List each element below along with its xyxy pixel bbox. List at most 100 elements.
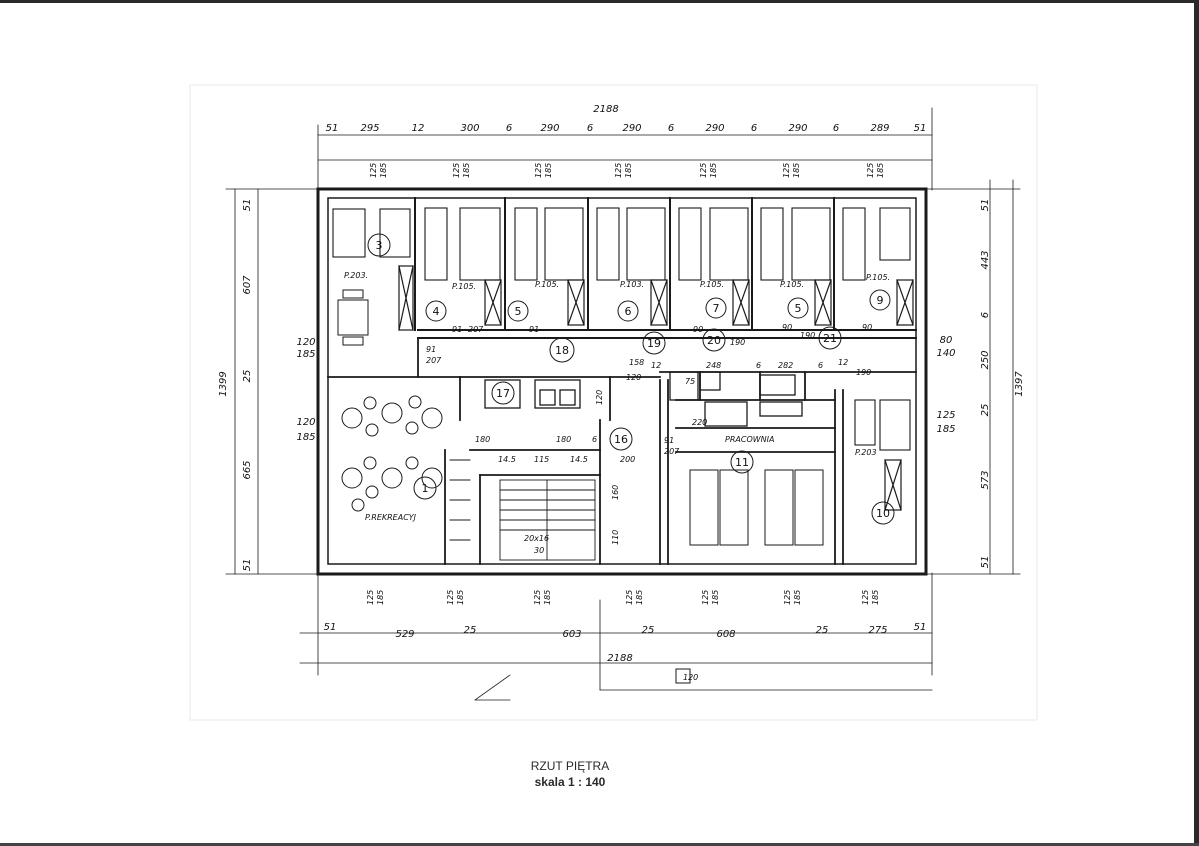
dim-label: 290 bbox=[788, 123, 807, 134]
dim-label: 6 bbox=[506, 123, 512, 134]
dim-label: 125 bbox=[866, 163, 875, 178]
dim-label: 125 bbox=[625, 590, 634, 605]
dim-label: 51 bbox=[242, 199, 253, 212]
left-dimension-labels: 51 607 25 665 51 120 185 120 185 bbox=[242, 199, 316, 572]
drawing-caption: RZUT PIĘTRA skala 1 : 140 bbox=[470, 758, 670, 790]
room-number: 10 bbox=[876, 507, 890, 520]
dim-label: 91 bbox=[426, 345, 436, 354]
dim-label: 90 bbox=[862, 323, 872, 332]
dim-label: 185 bbox=[871, 590, 880, 605]
room-label: P.203. bbox=[344, 271, 368, 280]
room-number: 4 bbox=[433, 305, 440, 318]
dim-label: 125 bbox=[614, 163, 623, 178]
dim-label: 185 bbox=[936, 424, 955, 435]
dim-label: 6 bbox=[587, 123, 593, 134]
top-window-labels: 125 185 125 185 125 185 125 185 125 185 … bbox=[369, 163, 885, 178]
dim-label: 91 bbox=[452, 325, 462, 334]
furniture-round-tables bbox=[341, 395, 443, 512]
dim-label: 248 bbox=[706, 361, 721, 370]
dim-label: 185 bbox=[379, 163, 388, 178]
room-label: PRACOWNIA bbox=[725, 435, 774, 444]
dim-label: 125 bbox=[446, 590, 455, 605]
dim-label: 14.5 bbox=[498, 455, 516, 464]
right-total-dimension: 1397 bbox=[1014, 371, 1025, 397]
dim-label: 51 bbox=[914, 123, 927, 134]
dim-label: 51 bbox=[980, 199, 991, 212]
dim-label: 6 bbox=[756, 361, 761, 370]
dim-label: 250 bbox=[980, 350, 991, 369]
outer-wall-inner bbox=[327, 197, 917, 565]
top-total-dimension: 2188 bbox=[593, 104, 618, 115]
service-rooms bbox=[484, 371, 803, 427]
scan-edge-bottom bbox=[0, 843, 1199, 846]
furniture-beds bbox=[332, 207, 911, 451]
dim-label: 6 bbox=[751, 123, 757, 134]
dim-label: 200 bbox=[620, 455, 635, 464]
dim-label: 190 bbox=[730, 338, 745, 347]
dim-label: 603 bbox=[562, 629, 581, 640]
room-numbers: 1 3 4 5 6 7 5 9 10 11 16 17 18 19 20 21 bbox=[376, 239, 891, 520]
dim-label: 125 bbox=[783, 590, 792, 605]
caption-title: RZUT PIĘTRA bbox=[530, 759, 610, 773]
room-labels: P.203. P.105. P.105. P.103. P.105. P.105… bbox=[344, 271, 890, 522]
bottom-total-dimension: 2188 bbox=[607, 653, 632, 664]
dim-label: 295 bbox=[360, 123, 379, 134]
dim-label: 289 bbox=[870, 123, 889, 134]
dim-label: 75 bbox=[685, 377, 695, 386]
dim-label: 120 bbox=[296, 337, 315, 348]
dim-label: 220 bbox=[692, 418, 707, 427]
room-label: P.105. bbox=[866, 273, 890, 282]
dim-label: 30 bbox=[534, 546, 544, 555]
dim-label: 185 bbox=[376, 590, 385, 605]
dim-label: 6 bbox=[668, 123, 674, 134]
left-total-dimension: 1399 bbox=[218, 371, 229, 396]
scan-edge-top bbox=[0, 0, 1199, 3]
room-label: P.105. bbox=[535, 280, 559, 289]
outer-wall bbox=[316, 187, 928, 576]
dim-label: 80 bbox=[940, 335, 953, 346]
plan-frame bbox=[189, 84, 1038, 721]
dim-label: 12 bbox=[651, 361, 661, 370]
room-number: 1 bbox=[422, 482, 429, 495]
dim-label: 115 bbox=[534, 455, 549, 464]
bedroom-walls bbox=[414, 197, 917, 339]
room-number: 5 bbox=[795, 302, 802, 315]
dim-label: 190 bbox=[800, 331, 815, 340]
dim-label: 20x16 bbox=[524, 534, 549, 543]
room-number-circles bbox=[367, 233, 895, 525]
room-number: 11 bbox=[735, 456, 749, 469]
dim-label: 185 bbox=[544, 163, 553, 178]
dim-label: 6 bbox=[818, 361, 823, 370]
dim-label: 185 bbox=[296, 432, 315, 443]
dim-label: 180 bbox=[475, 435, 490, 444]
dim-label: 443 bbox=[980, 250, 991, 269]
dim-label: 207 bbox=[468, 325, 484, 334]
bottom-window-labels: 125 185 125 185 125 185 125 185 125 185 … bbox=[366, 590, 880, 605]
inner-dimension-labels: 91 91 207 91 207 158 120 180 14.5 115 14… bbox=[426, 323, 872, 555]
room-label: P.105. bbox=[452, 282, 476, 291]
dim-label: 529 bbox=[395, 629, 414, 640]
room-number: 20 bbox=[707, 334, 721, 347]
dim-label: 180 bbox=[556, 435, 571, 444]
dim-label: 25 bbox=[642, 625, 655, 636]
dim-label: 6 bbox=[592, 435, 597, 444]
room-label: P.203 bbox=[855, 448, 877, 457]
top-segment-labels: 51 295 12 300 6 290 6 290 6 290 6 290 6 … bbox=[326, 123, 927, 134]
dim-label: 90 bbox=[782, 323, 792, 332]
room-label: P.105. bbox=[780, 280, 804, 289]
dim-label: 125 bbox=[699, 163, 708, 178]
dim-label: 185 bbox=[792, 163, 801, 178]
dim-label: 185 bbox=[793, 590, 802, 605]
dim-label: 275 bbox=[868, 625, 887, 636]
dim-label: 25 bbox=[816, 625, 829, 636]
dim-label: 6 bbox=[980, 312, 991, 318]
dim-label: 125 bbox=[452, 163, 461, 178]
corridor-walls bbox=[327, 337, 917, 565]
dimension-lines bbox=[225, 107, 1021, 701]
dim-label: 160 bbox=[611, 485, 620, 500]
dim-label: 185 bbox=[296, 349, 315, 360]
room-label: P.103. bbox=[620, 280, 644, 289]
dim-label: 51 bbox=[326, 123, 339, 134]
dim-label: 573 bbox=[980, 470, 991, 489]
room-number: 18 bbox=[555, 344, 569, 357]
